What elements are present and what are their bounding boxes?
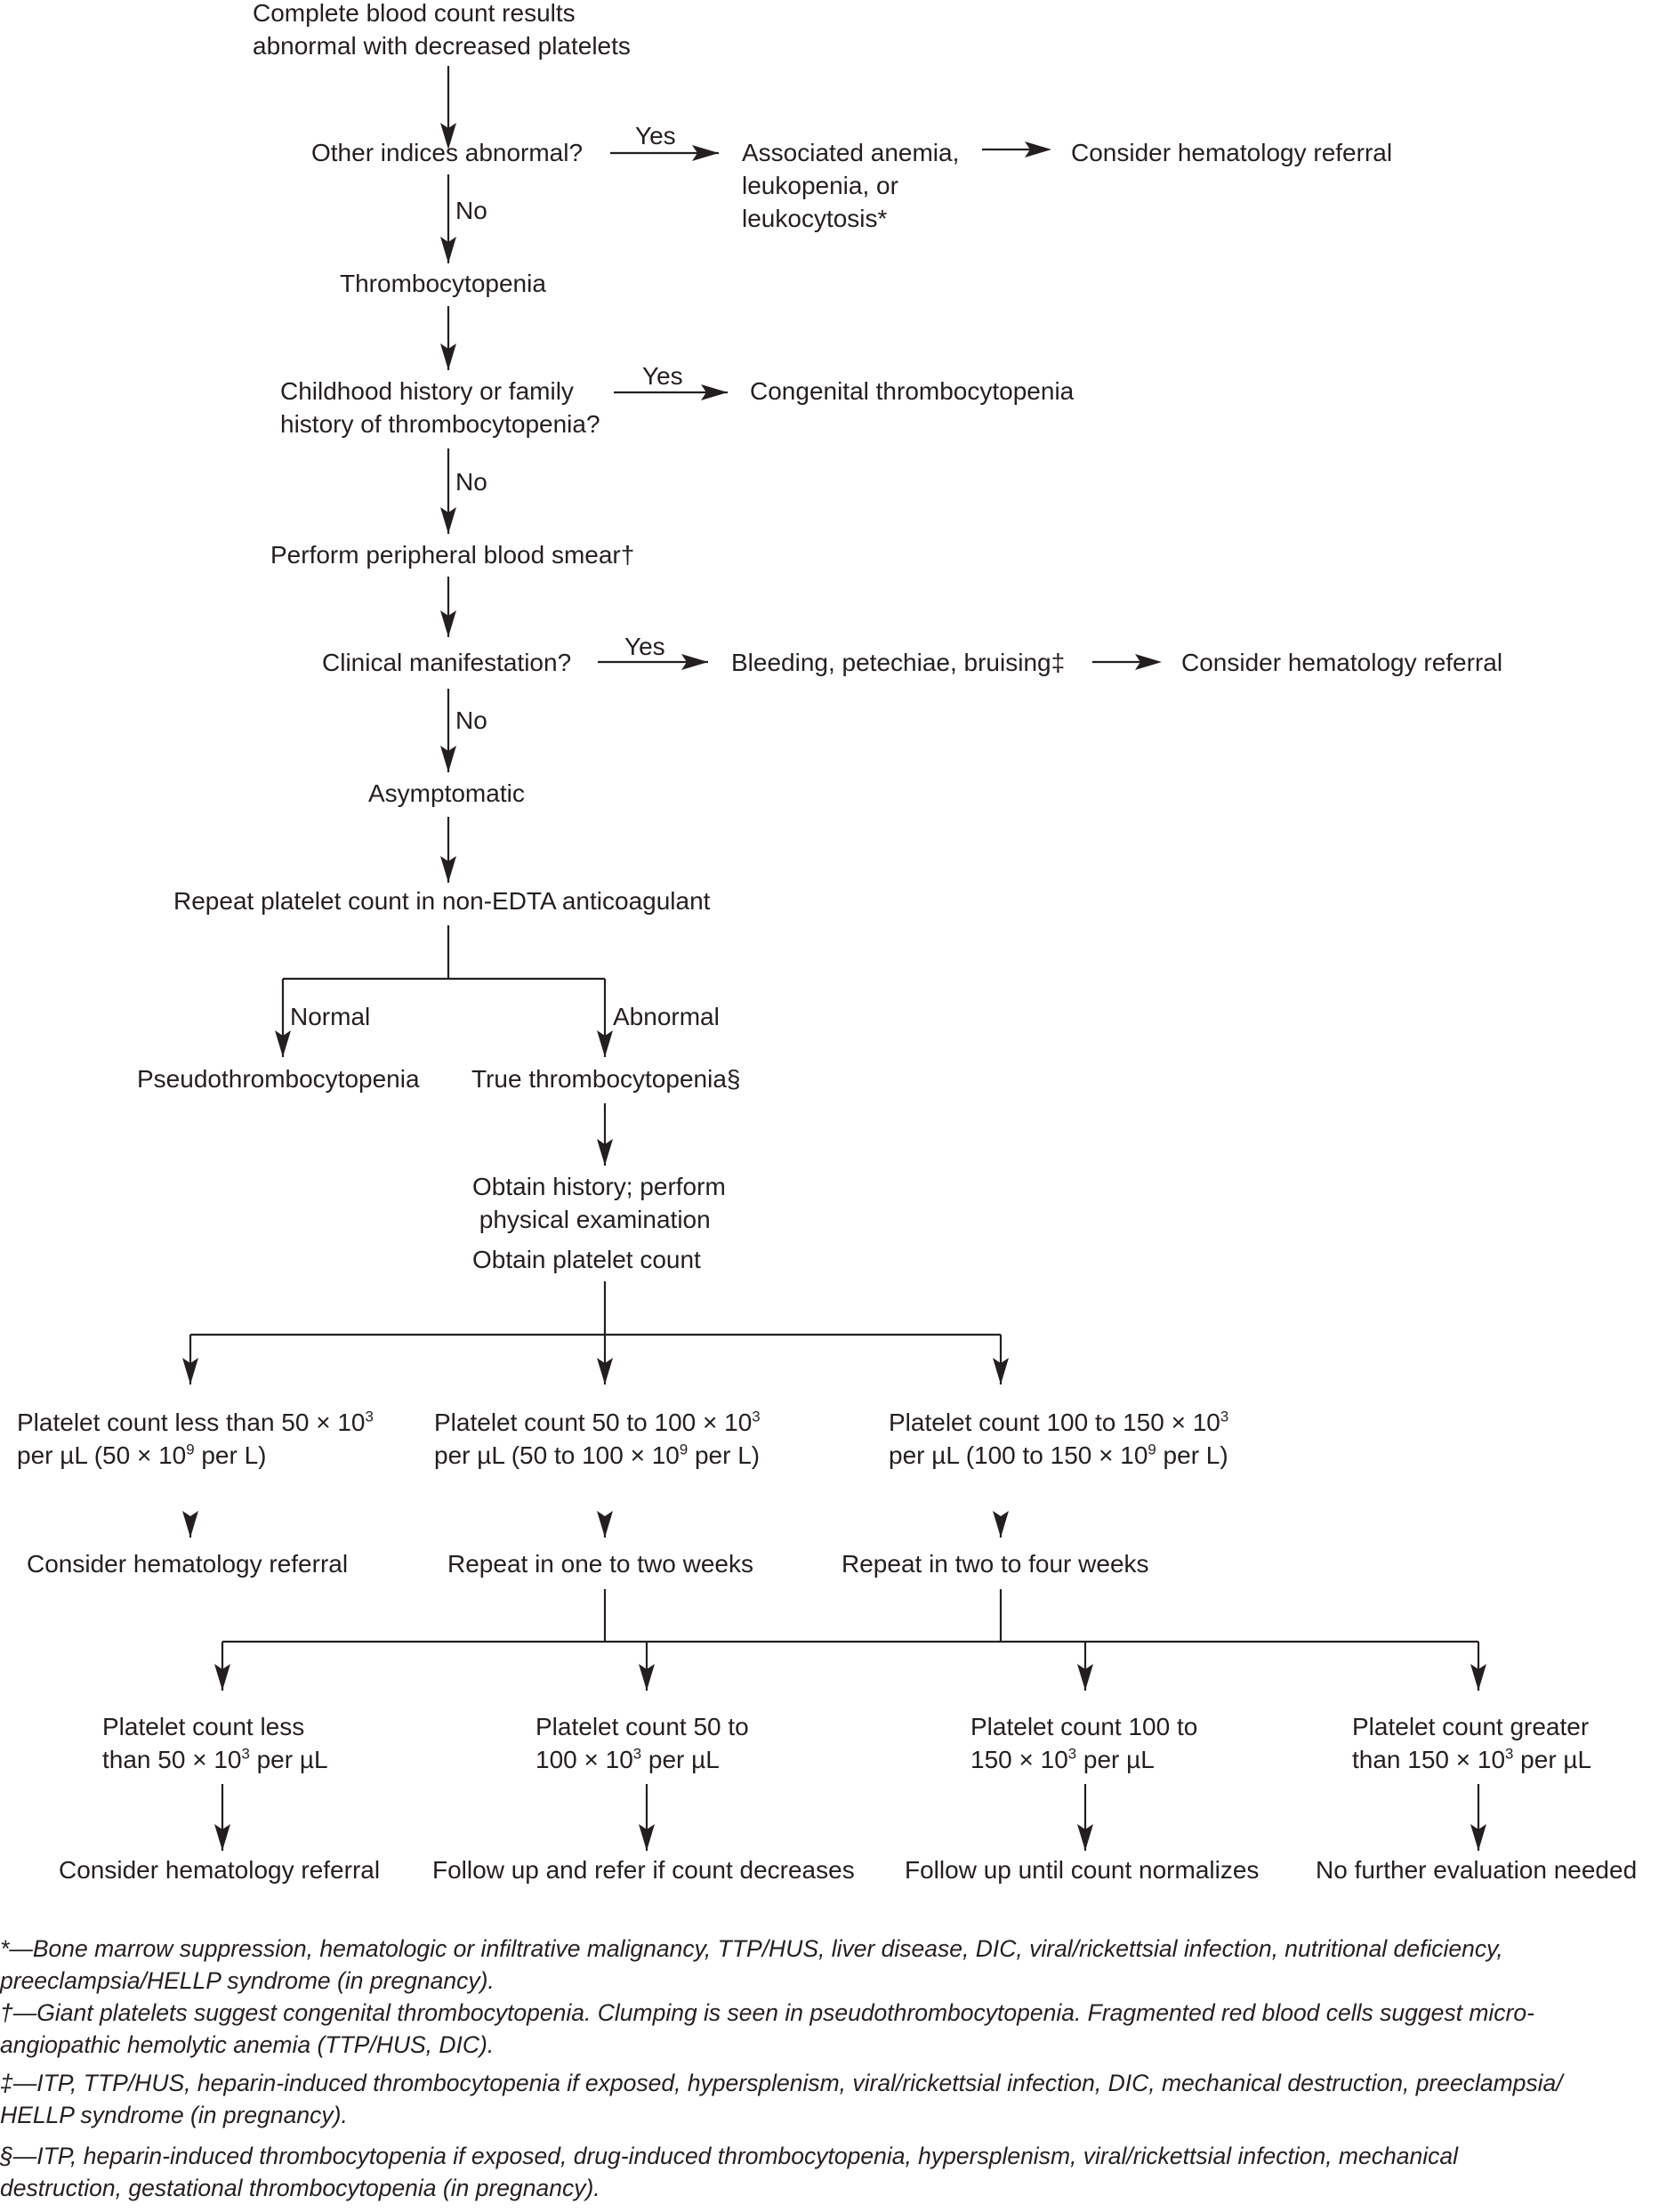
node-final-2: Follow up and refer if count decreases [432, 1856, 855, 1884]
label-yes-1: Yes [635, 122, 676, 149]
question-history: Childhood history or family history of t… [280, 377, 600, 438]
node-thrombocytopenia: Thrombocytopenia [340, 270, 546, 297]
start-node: Complete blood count results abnormal wi… [253, 0, 631, 60]
label-no-2: No [455, 468, 487, 496]
node-bleeding: Bleeding, petechiae, bruising‡ [731, 649, 1066, 676]
footnote-section: §—ITP, heparin-induced thrombocytopenia … [0, 2143, 1458, 2201]
label-abnormal: Abnormal [613, 1003, 720, 1030]
node-associated-findings: Associated anemia, leukopenia, or leukoc… [742, 139, 960, 232]
node-referral-3: Consider hematology referral [27, 1550, 349, 1578]
label-yes-2: Yes [642, 362, 683, 390]
footnote-double-dagger: ‡—ITP, TTP/HUS, heparin-induced thromboc… [0, 2070, 1563, 2128]
node-obtain-count: Obtain platelet count [472, 1246, 701, 1273]
label-normal: Normal [290, 1003, 371, 1030]
node-repeat-2-4: Repeat in two to four weeks [842, 1550, 1149, 1578]
node-true-thrombo: True thrombocytopenia§ [471, 1065, 741, 1093]
node-smear: Perform peripheral blood smear† [270, 541, 635, 569]
label-yes-3: Yes [624, 633, 665, 660]
node-referral-1: Consider hematology referral [1071, 139, 1393, 166]
node-referral-2: Consider hematology referral [1181, 649, 1503, 676]
footnote-dagger: †—Giant platelets suggest congenital thr… [0, 1999, 1534, 2058]
node-final-1: Consider hematology referral [59, 1856, 381, 1884]
node-congenital: Congenital thrombocytopenia [750, 377, 1075, 405]
label-no-1: No [455, 197, 487, 224]
node-final-4: No further evaluation needed [1316, 1856, 1638, 1884]
node-pseudo: Pseudothrombocytopenia [137, 1065, 420, 1093]
footnote-asterisk: *—Bone marrow suppression, hematologic o… [0, 1935, 1503, 1994]
node-repeat-count: Repeat platelet count in non-EDTA antico… [173, 887, 711, 915]
node-history-exam: Obtain history; perform physical examina… [472, 1173, 726, 1233]
label-no-3: No [455, 706, 487, 734]
node-final-3: Follow up until count normalizes [905, 1856, 1260, 1884]
node-asymptomatic: Asymptomatic [368, 779, 525, 807]
question-other-indices: Other indices abnormal? [311, 139, 584, 166]
node-repeat-1-2: Repeat in one to two weeks [447, 1550, 753, 1578]
arrowheads [182, 123, 1486, 1851]
question-clinical: Clinical manifestation? [322, 649, 572, 676]
